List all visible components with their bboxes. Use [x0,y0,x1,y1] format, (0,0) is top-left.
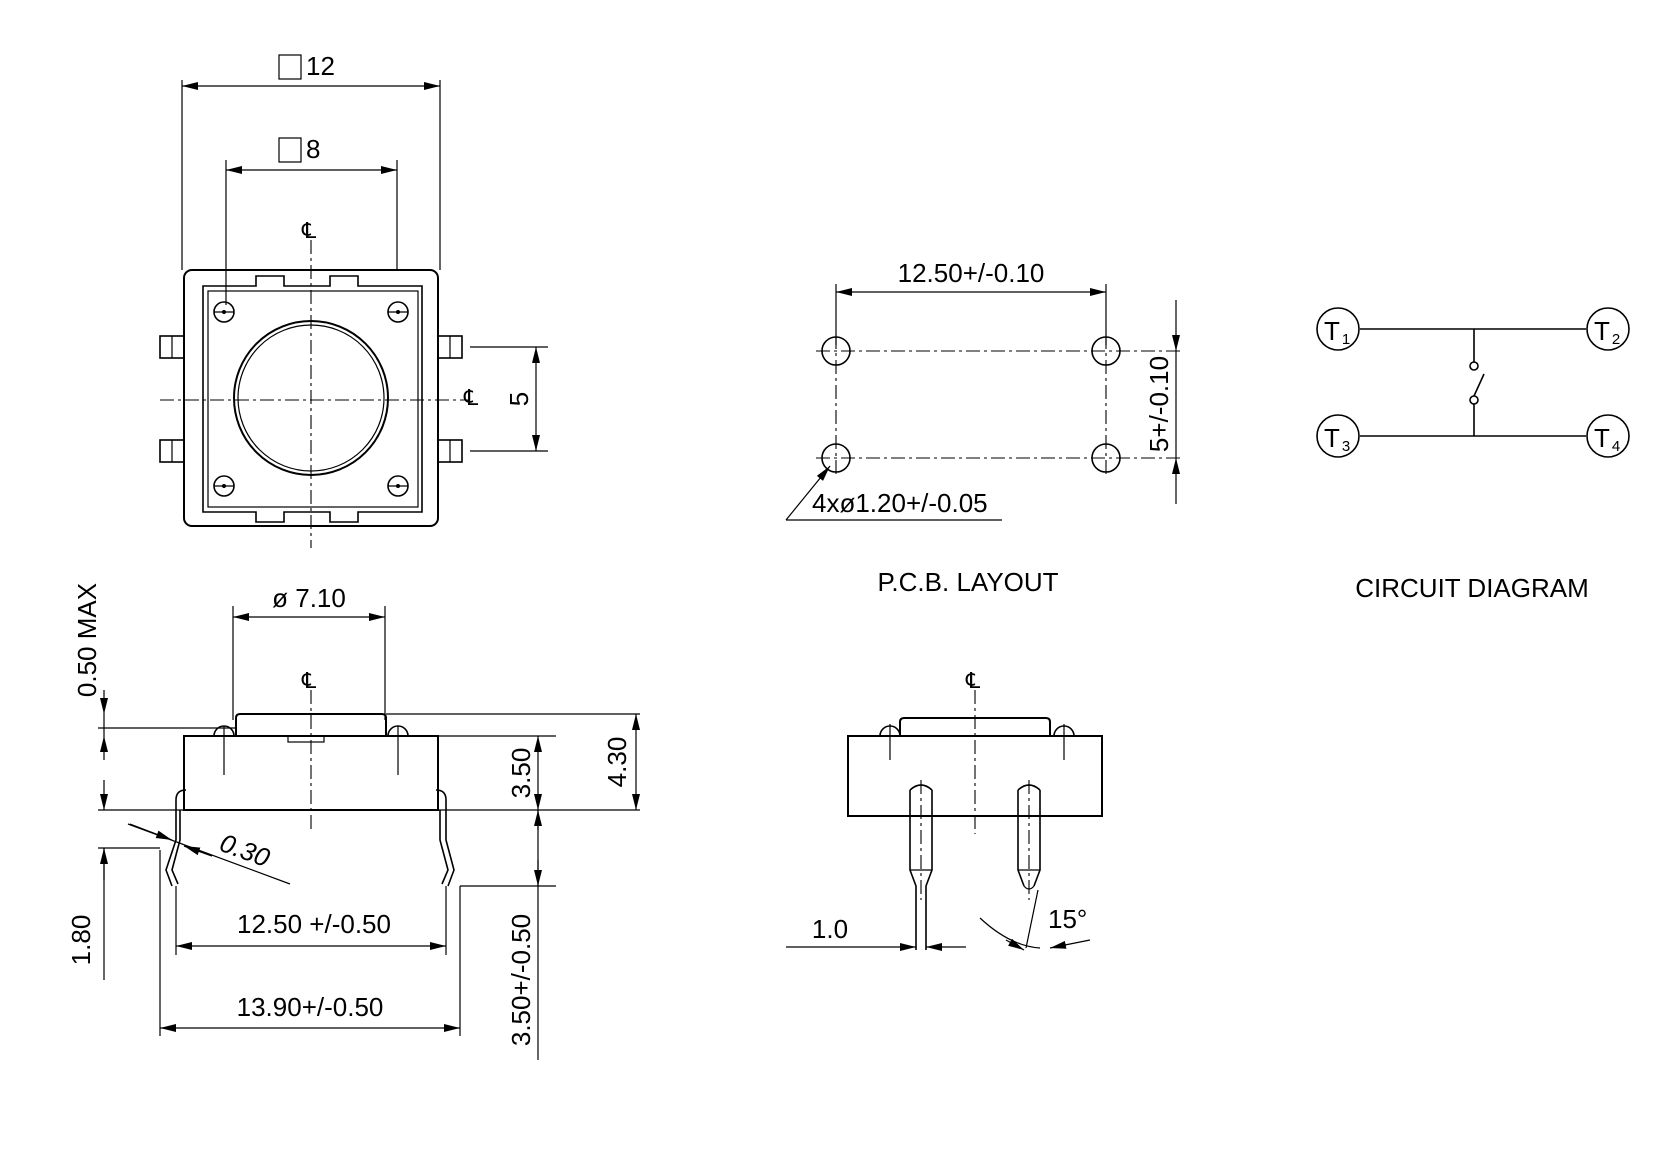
pcb-layout-title: P.C.B. LAYOUT [877,567,1058,597]
dim-leg-label: 1.80 [66,915,96,966]
side-view: ø 7.10 ℄ 0.50 MAX 3.50 [66,583,640,1060]
switch-inner-frame-2 [207,290,419,508]
dim-outer-label: 12 [306,51,335,81]
contact-top [1469,361,1479,371]
dim-width-label: 12.50+/-0.10 [898,258,1045,288]
terminal-4: T 4 [1586,414,1630,458]
terminal-2: T 2 [1586,307,1630,351]
dim-holes-label: 4xø1.20+/-0.05 [812,488,988,518]
svg-text:2: 2 [1612,331,1620,348]
terminal-1: T 1 [1316,307,1360,351]
svg-text:T: T [1594,316,1610,346]
contact-bottom [1469,395,1479,405]
side-tabs [159,335,463,463]
centerline-symbol: ℄ [301,668,317,693]
front-pin-right [1017,780,1041,900]
pcb-layout: 12.50+/-0.10 5+/-0.10 4xø1.20+/-0.05 P.C… [785,258,1180,597]
dim-pitch-label: 5 [504,392,534,406]
switch-blade [1473,373,1485,397]
right-leg [435,789,455,887]
terminal-3: T 3 [1316,414,1360,458]
dim-body-label: 3.50 [506,748,536,799]
dim-max-label: 0.50 MAX [72,583,102,697]
svg-text:3: 3 [1342,438,1350,455]
dim-height-label: 5+/-0.10 [1144,356,1174,452]
dim-inner-label: 8 [306,134,320,164]
dim-total-label: 4.30 [602,737,632,788]
dim-pin-outer-label: 13.90+/-0.50 [237,992,384,1022]
top-view: 12 8 ℄ [159,51,548,548]
dim-radius-label: 0.30 [216,827,274,873]
square-symbol [278,54,302,80]
svg-text:1: 1 [1342,331,1350,348]
square-symbol [278,137,302,163]
left-leg [165,789,187,887]
circuit-diagram-title: CIRCUIT DIAGRAM [1355,573,1589,603]
centerline-symbol: ℄ [301,218,317,243]
switch-inner-frame [202,275,423,523]
corner-pins [213,301,409,497]
svg-text:4: 4 [1612,438,1620,455]
plunger [235,713,387,736]
svg-text:T: T [1324,316,1340,346]
centerline-symbol: ℄ [463,385,479,410]
dim-pin-span-label: 12.50 +/-0.50 [237,909,391,939]
front-view: ℄ 1.0 15° [786,668,1103,951]
dim-leg-len-label: 3.50+/-0.50 [506,914,536,1046]
dim-angle-label: 15° [1048,904,1087,934]
front-pin-left [909,780,933,950]
dim-lead-label: 1.0 [812,914,848,944]
dim-diameter-label: ø 7.10 [272,583,346,613]
svg-text:T: T [1594,423,1610,453]
centerline-symbol: ℄ [965,668,981,693]
svg-text:T: T [1324,423,1340,453]
circuit-diagram: T 1 T 2 T 3 T 4 CIRCUIT DIAGRAM [1316,307,1630,603]
